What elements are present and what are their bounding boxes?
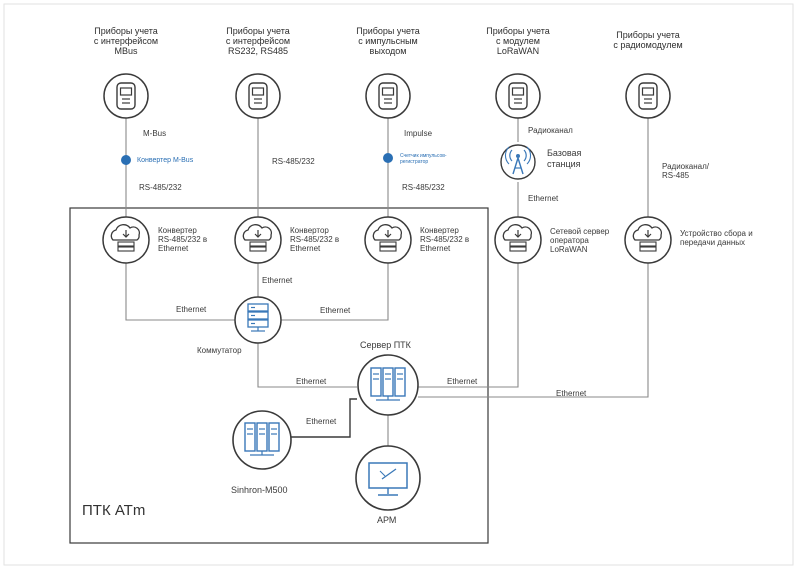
label-ethernet-server-right: Ethernet — [447, 377, 478, 386]
label-rs485-b: RS-485/232 — [272, 157, 315, 166]
label-sinhron: Sinhron-M500 — [231, 485, 288, 495]
meter-circle-radio — [625, 73, 671, 119]
meter-group-title-rs: Приборы учета с интерфейсом RS232, RS485 — [225, 26, 291, 56]
lora-server-circle — [494, 216, 542, 264]
label-collector: Устройство сбора и передачи данных — [680, 229, 753, 247]
converter-circle-2 — [234, 216, 282, 264]
label-server: Сервер ПТК — [360, 340, 411, 350]
meter-circle-impulse — [365, 73, 411, 119]
label-mbus: M-Bus — [143, 129, 167, 138]
label-conv1: Конвертер RS-485/232 в Ethernet — [158, 226, 208, 253]
converter-circle-3 — [364, 216, 412, 264]
converter-circle-1 — [102, 216, 150, 264]
label-conv3: Конвертер RS-485/232 в Ethernet — [420, 226, 470, 253]
monitor-icon — [368, 462, 408, 496]
meter-circle-rs — [235, 73, 281, 119]
label-impulse: Impulse — [404, 129, 433, 138]
outer-frame — [3, 3, 794, 566]
meter-group-title-mbus: Приборы учета с интерфейсом MBus — [93, 26, 159, 56]
server-circle — [357, 354, 419, 416]
meter-circle-lorawan — [495, 73, 541, 119]
label-lora-server: Сетевой сервер оператора LoRaWAN — [550, 227, 610, 254]
base-station-circle — [500, 144, 536, 180]
label-ethernet-server-left: Ethernet — [296, 377, 327, 386]
label-radio: Радиоканал — [528, 126, 573, 135]
label-radio-rs485: Радиоканал/ RS-485 — [662, 162, 709, 180]
arm-circle — [355, 445, 421, 511]
label-ethernet-left: Ethernet — [176, 305, 207, 314]
pulse-converter-dot — [383, 153, 393, 163]
ptk-boundary — [69, 207, 489, 544]
label-ethernet-right: Ethernet — [320, 306, 351, 315]
system-label: ПТК АТm — [82, 502, 146, 519]
label-base-station: Базовая станция — [547, 148, 582, 169]
label-ethernet-long: Ethernet — [556, 389, 587, 398]
sinhron-link — [290, 398, 357, 438]
label-mbus-converter: Конвертер M-Bus — [137, 157, 194, 164]
connection-lines — [125, 118, 649, 446]
label-ethernet-lora: Ethernet — [528, 194, 559, 203]
meter-group-title-lorawan: Приборы учета с модулем LoRaWAN — [486, 26, 550, 56]
label-ethernet-sinhron: Ethernet — [306, 417, 337, 426]
label-conv2: Конвертор RS-485/232 в Ethernet — [290, 226, 340, 253]
sinhron-circle — [232, 410, 292, 470]
label-switch: Коммутатор — [197, 346, 242, 355]
meter-circle-mbus — [103, 73, 149, 119]
meter-group-title-radio: Приборы учета с радиомодулем — [613, 30, 683, 50]
antenna-icon — [504, 146, 532, 175]
collector-circle — [624, 216, 672, 264]
label-ethernet-conv2: Ethernet — [262, 276, 293, 285]
label-rs485-a: RS-485/232 — [139, 183, 182, 192]
switch-circle — [234, 296, 282, 344]
label-rs485-c: RS-485/232 — [402, 183, 445, 192]
label-arm: АРМ — [377, 515, 397, 525]
label-pulse-converter: Счетчик импульсов- регистратор — [400, 153, 447, 165]
meter-group-title-impulse: Приборы учета с импульсным выходом — [356, 26, 420, 56]
mbus-converter-dot — [121, 155, 131, 165]
